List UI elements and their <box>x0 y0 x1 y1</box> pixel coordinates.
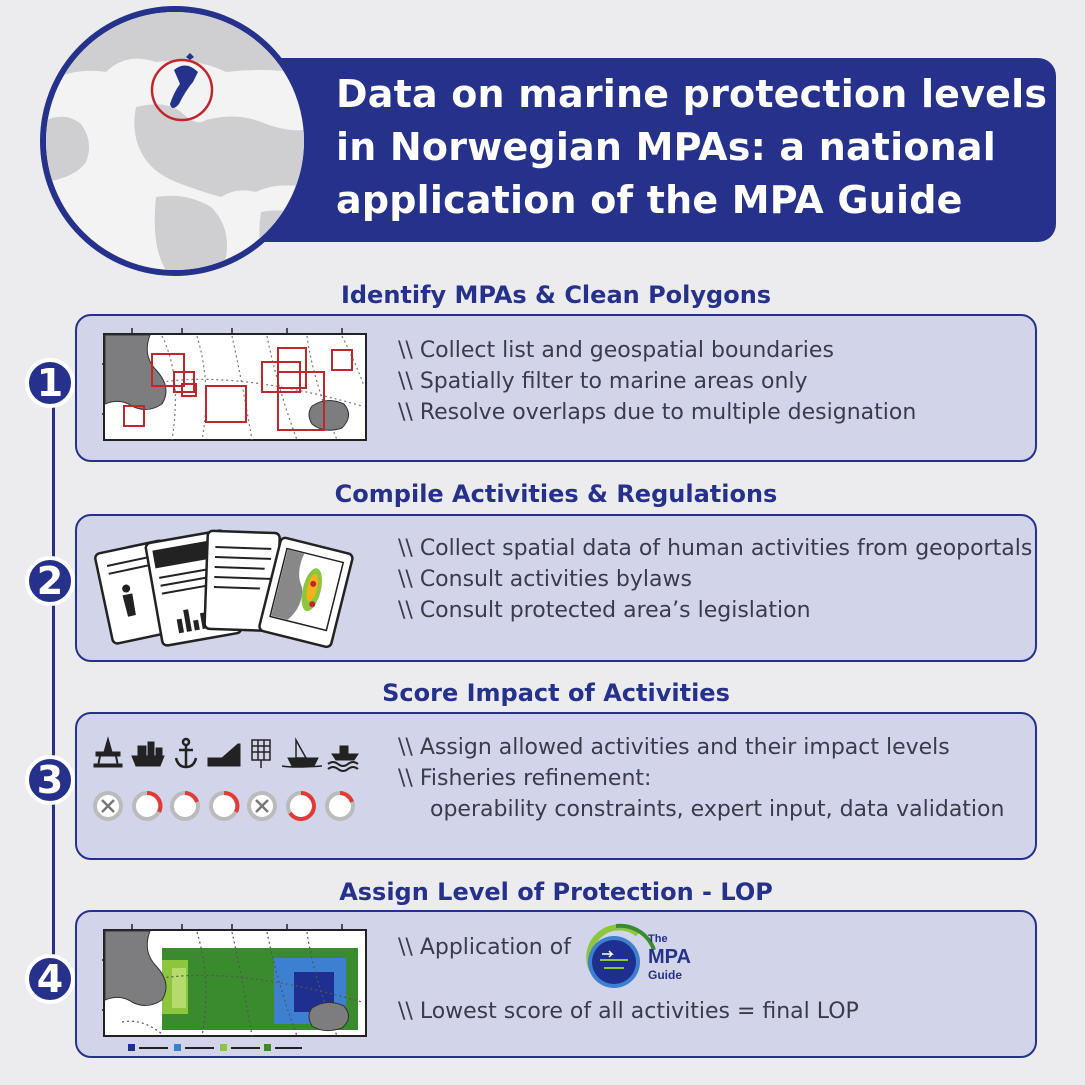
page-title: Data on marine protection levels in Norw… <box>336 68 1056 227</box>
mpa-guide-logo-icon <box>586 923 656 988</box>
dredging-icon <box>207 743 241 767</box>
mpa-polygons-map-icon <box>102 328 367 441</box>
step-2-bullet-3: \\ Consult protected area’s legislation <box>398 598 811 623</box>
lop-legend <box>128 1044 302 1051</box>
impact-gauge-1 <box>93 791 123 821</box>
step-2-number: 2 <box>25 556 75 606</box>
impact-gauge-5 <box>247 791 277 821</box>
mpa-logo-line-1: The <box>648 933 668 945</box>
step-4-bullet-1: \\ Application of <box>398 935 571 960</box>
wave-vessel-icon <box>327 745 359 772</box>
step-1-title: Identify MPAs & Clean Polygons <box>340 281 772 309</box>
activity-icons-row <box>93 736 359 821</box>
step-4-title: Assign Level of Protection - LOP <box>339 878 773 906</box>
lop-map-icon <box>102 924 367 1051</box>
step-3-bullet-2: \\ Fisheries refinement: <box>398 766 652 791</box>
step-4-number: 4 <box>25 954 75 1004</box>
step-1-number: 1 <box>25 358 75 408</box>
step-1-bullet-3: \\ Resolve overlaps due to multiple desi… <box>398 400 917 425</box>
mpa-logo-line-2: MPA <box>648 946 691 968</box>
step-4-bullet-2: \\ Lowest score of all activities = fina… <box>398 999 859 1024</box>
anchor-icon <box>174 737 198 769</box>
title-line-1: Data on marine protection levels <box>336 72 1048 116</box>
step-1-bullet-1: \\ Collect list and geospatial boundarie… <box>398 338 834 363</box>
title-line-3: application of the MPA Guide <box>336 178 963 222</box>
oil-rig-icon <box>93 736 123 768</box>
impact-gauges <box>93 791 355 821</box>
step-2-bullet-1: \\ Collect spatial data of human activit… <box>398 536 1033 561</box>
trawler-icon <box>281 737 323 768</box>
documents-stack-icon <box>94 529 354 649</box>
step-1-bullet-2: \\ Spatially filter to marine areas only <box>398 369 808 394</box>
timeline-line <box>52 385 55 975</box>
globe-icon <box>40 6 310 276</box>
step-2-bullets: \\ Collect spatial data of human activit… <box>398 533 1032 626</box>
impact-gauge-7 <box>325 791 355 821</box>
step-3-bullet-1: \\ Assign allowed activities and their i… <box>398 735 950 760</box>
mpa-logo-line-3: Guide <box>648 968 683 982</box>
step-3-bullet-3: operability constraints, expert input, d… <box>430 797 1005 822</box>
step-3-bullets: \\ Assign allowed activities and their i… <box>398 732 1004 825</box>
step-2-bullet-2: \\ Consult activities bylaws <box>398 567 692 592</box>
step-3-box <box>75 712 1037 860</box>
step-1-bullets: \\ Collect list and geospatial boundarie… <box>398 335 916 428</box>
step-2-title: Compile Activities & Regulations <box>334 480 778 508</box>
impact-gauge-3 <box>170 791 200 821</box>
step-3-number: 3 <box>25 755 75 805</box>
impact-gauge-2 <box>132 791 163 821</box>
step-3-title: Score Impact of Activities <box>382 679 730 707</box>
cargo-ship-icon <box>131 741 165 767</box>
impact-gauge-6 <box>286 791 316 821</box>
title-line-2: in Norwegian MPAs: a national <box>336 125 997 169</box>
impact-gauge-4 <box>209 791 240 821</box>
aquaculture-cage-icon <box>251 739 271 768</box>
title-banner <box>240 58 1056 242</box>
mpa-guide-wordmark: The MPA Guide <box>648 932 691 983</box>
